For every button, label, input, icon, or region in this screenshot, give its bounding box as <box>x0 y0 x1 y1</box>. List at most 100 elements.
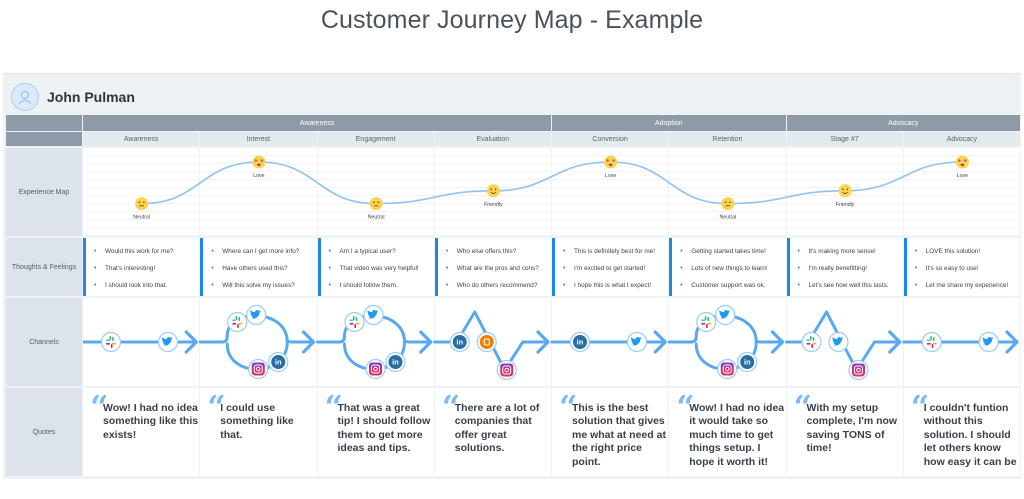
neutral-face-icon <box>721 197 735 211</box>
thoughts-cell: •Who else offers this?•What are the pros… <box>434 238 551 296</box>
quote-text: With my setup complete, I'm now saving T… <box>806 402 898 455</box>
svg-text:in: in <box>456 338 463 347</box>
thought-item: •I should look into that. <box>94 277 199 294</box>
heart-eyes-face-icon <box>604 155 618 169</box>
bullet-icon: • <box>680 282 683 289</box>
flow-arrowhead <box>770 330 785 354</box>
phase-header: Adoption <box>552 115 786 131</box>
blogger-icon <box>476 331 497 353</box>
bullet-icon: • <box>328 282 331 289</box>
row-label-experience: Experience Map <box>6 148 82 236</box>
twitter-icon <box>715 304 736 326</box>
heart-eyes-face-icon <box>955 155 969 169</box>
quote-mark-icon: “ <box>793 388 812 426</box>
thought-item: • I hope this is what I expect! <box>563 277 668 294</box>
bullet-icon: • <box>797 248 800 255</box>
thought-item: •Would this work for me? <box>94 243 199 260</box>
thought-item: •This is definitely best for me! <box>563 243 668 260</box>
thought-item: • It's making more sense! <box>798 243 903 260</box>
page-title: Customer Journey Map - Example <box>320 6 704 34</box>
thoughts-cell: • LOVE this solution! •It's so easy to use… <box>903 238 1020 296</box>
row-label-quotes: Quotes <box>6 388 82 476</box>
svg-text:in: in <box>392 358 399 367</box>
quote-cell: “Wow! I had no idea it would take so muc… <box>669 388 786 476</box>
quote-cell: “That was a great tip! I should follow t… <box>317 388 434 476</box>
channel-flow-zigzag <box>785 310 902 381</box>
bullet-icon: • <box>914 282 918 289</box>
thought-text: It's making more sense! <box>808 248 876 255</box>
user-avatar-icon <box>11 83 39 111</box>
bullet-icon: • <box>563 248 566 255</box>
stage-header: Awareness <box>83 132 200 146</box>
thought-text: Let's see how well this lasts. <box>808 282 889 289</box>
thought-item: • I should follow them. <box>329 277 434 294</box>
bullet-icon: • <box>914 248 918 255</box>
experience-cell <box>669 148 786 236</box>
quote-mark-icon: “ <box>90 388 109 426</box>
stage-header: Stage #7 <box>786 132 903 146</box>
quote-text: There are a lot of companies that offer … <box>454 402 540 455</box>
thought-item: •That video was very helpful! <box>329 260 434 277</box>
flow-arrowhead <box>301 330 316 354</box>
emotion-label: Neutral <box>133 215 150 221</box>
thought-item: •I'm excited to get started! <box>563 260 668 277</box>
flow-arrowhead <box>184 330 198 354</box>
experience-cell <box>434 148 551 236</box>
bullet-icon: • <box>211 282 214 289</box>
experience-cell <box>552 148 669 236</box>
experience-cell <box>83 148 200 236</box>
quote-mark-icon: “ <box>910 388 930 426</box>
stage-header: Advocacy <box>903 132 1020 146</box>
bullet-icon: • <box>914 265 918 272</box>
slack-icon <box>227 311 248 333</box>
persona-header: John Pulman <box>11 82 135 112</box>
twitter-icon <box>978 331 999 353</box>
slack-icon <box>696 311 717 333</box>
neutral-face-icon <box>369 197 383 211</box>
thought-text: I should follow them. <box>339 282 398 289</box>
instagram-icon <box>365 358 386 380</box>
experience-cell <box>786 148 903 236</box>
thought-item: •Lots of new things to learn! <box>680 260 785 277</box>
stage-corner <box>6 132 82 146</box>
stage-header: Evaluation <box>434 132 551 146</box>
slack-icon <box>100 331 122 353</box>
bullet-icon: • <box>563 282 566 289</box>
experience-curve <box>141 161 963 205</box>
linkedin-icon: in <box>268 351 289 373</box>
thoughts-cell: •This is definitely best for me!•I'm exc… <box>552 238 669 296</box>
twitter-icon <box>363 304 384 326</box>
thought-item: •That's interesting! <box>94 260 199 277</box>
thought-text: I hope this is what I expect! <box>574 282 652 289</box>
bullet-icon: • <box>328 248 331 255</box>
bullet-icon: • <box>211 265 214 272</box>
row-label-thoughts: Thoughts & Feelings <box>6 238 82 296</box>
thought-item: •Who else offers this? <box>446 243 551 260</box>
quote-mark-icon: “ <box>324 388 343 426</box>
quote-cell: “I couldn't funtion without this solutio… <box>903 388 1020 476</box>
thought-text: LOVE this solution! <box>925 248 981 255</box>
flow-arrowhead <box>888 330 902 354</box>
thought-item: •Let's see how well this lasts. <box>798 277 903 294</box>
experience-curve-chart: NeutralLoveNeutralFriendlyLoveNeutralFri… <box>133 155 969 221</box>
thoughts-cell: •It's making more sense!•I'm really bene… <box>786 238 903 296</box>
twitter-icon <box>157 331 179 353</box>
channel-flow-straight <box>83 330 198 354</box>
quote-cell: “There are a lot of companies that offer… <box>434 388 551 476</box>
flow-arrowhead <box>419 330 433 354</box>
bullet-icon: • <box>445 282 449 289</box>
twitter-icon <box>246 304 267 326</box>
thought-text: Have others used this? <box>222 265 288 272</box>
instagram-icon <box>248 358 269 380</box>
quote-text: This is the best solution that gives me … <box>572 402 666 468</box>
thought-item: •It's so easy to use! <box>915 260 1020 277</box>
thought-item: •Am I a typical user? <box>329 243 434 260</box>
thought-text: Where can I get more info? <box>222 248 300 255</box>
slack-icon <box>921 331 942 353</box>
experience-cell <box>903 148 1020 236</box>
heart-eyes-face-icon <box>252 155 266 169</box>
svg-text:in: in <box>744 358 751 367</box>
